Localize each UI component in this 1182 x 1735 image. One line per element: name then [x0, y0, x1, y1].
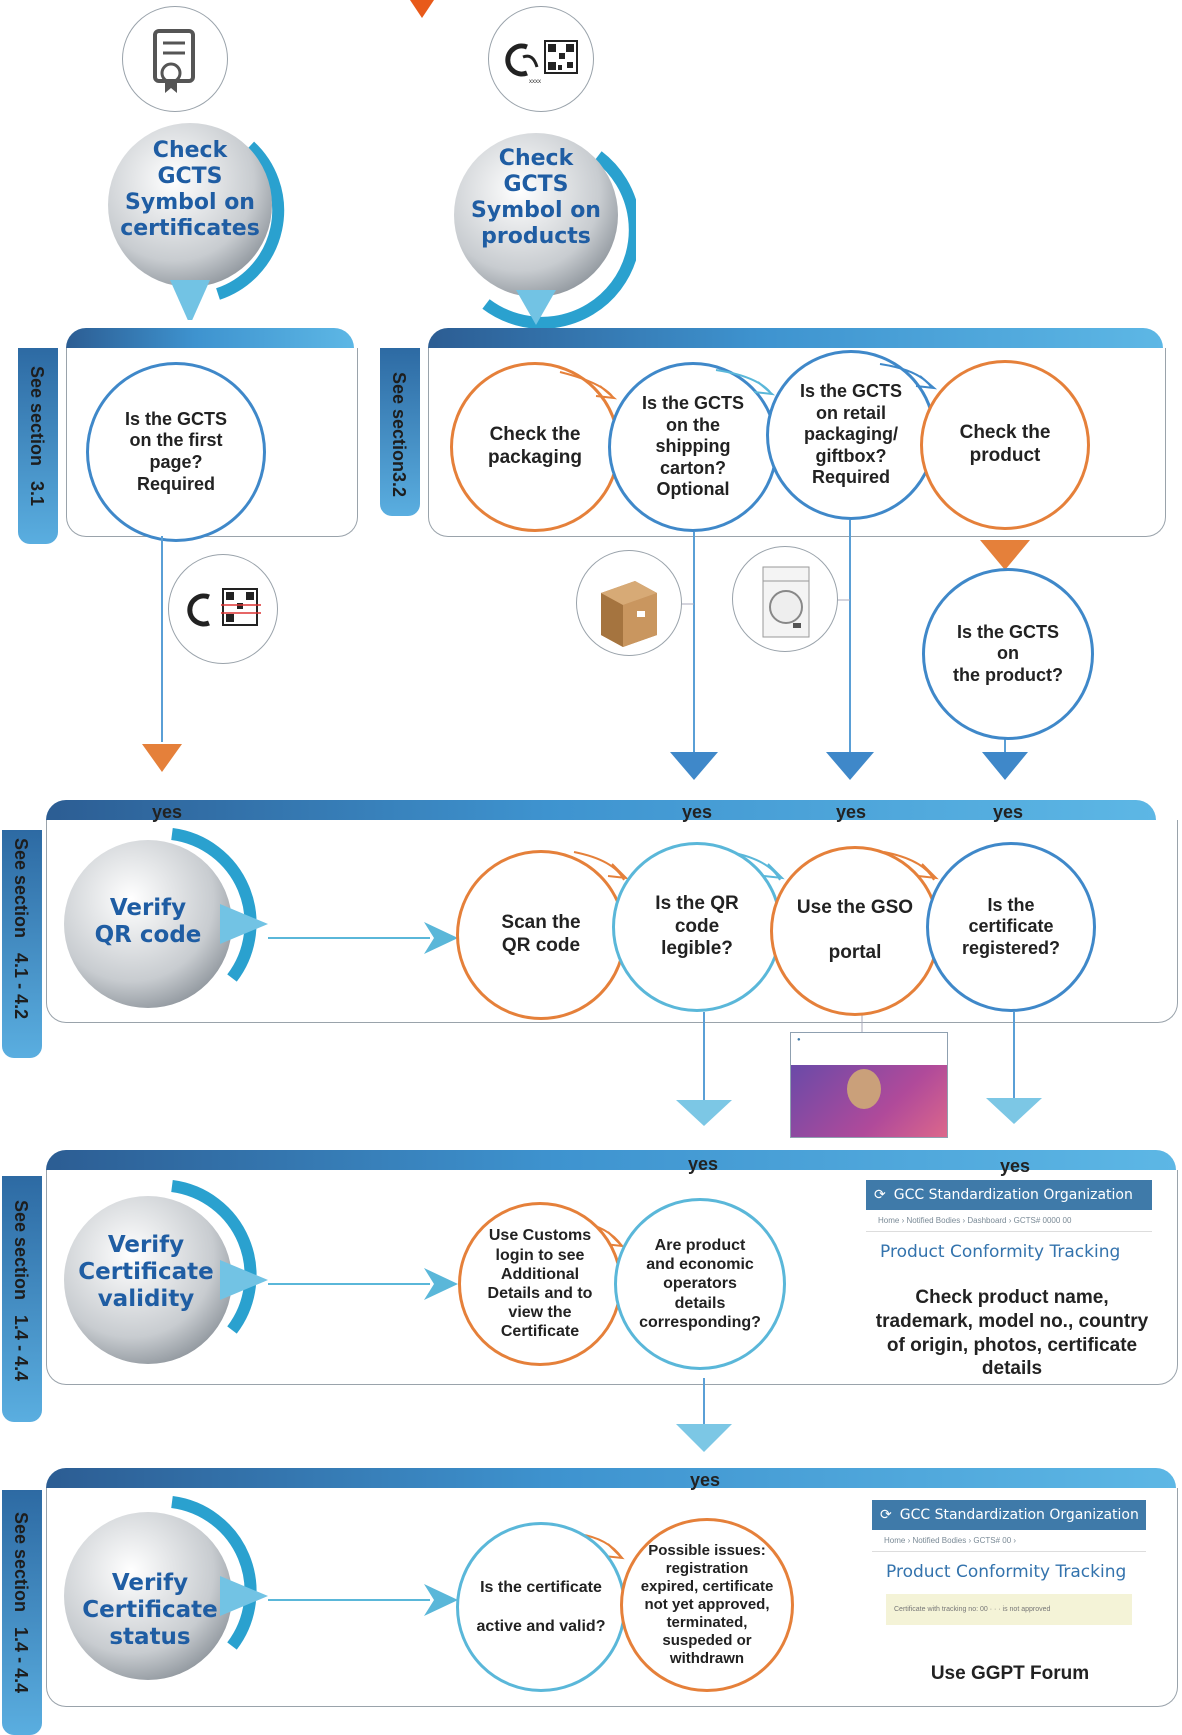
shipping-carton-photo [576, 550, 682, 656]
node-qr-legible: Is the QR code legible? [612, 842, 782, 1012]
badge-check-products: Check GCTS Symbol on products [471, 146, 601, 249]
node-details-corresponding: Are product and economic operators detai… [614, 1198, 786, 1370]
section-label-3-1: See section 3.1 [27, 366, 47, 507]
yes-label-legible: yes [688, 1154, 719, 1174]
badge-check-certificates: Check GCTS Symbol on certificates [120, 138, 260, 241]
portal-breadcrumb: Home › Notified Bodies › Dashboard › GCT… [866, 1210, 1152, 1232]
badge-ring-4 [64, 1180, 268, 1364]
yes-label-corresponding: yes [690, 1470, 721, 1490]
check-product-details-text: Check product name, trademark, model no.… [875, 1287, 1149, 1380]
side-tab-1-4b [2, 1490, 42, 1735]
portal-org-name: GCC Standardization Organization [893, 1187, 1133, 1203]
node-gcts-retail-packaging: Is the GCTS on retail packaging/ giftbox… [766, 350, 936, 520]
badge-verify-validity: Verify Certificate validity [78, 1232, 214, 1313]
node-customs-login: Use Customs login to see Additional Deta… [458, 1202, 622, 1366]
badge-ring-3 [64, 828, 268, 1008]
portal-screenshot-status: ⟳ GCC Standardization Organization Home ›… [872, 1500, 1146, 1640]
portal-breadcrumb-2: Home › Notified Bodies › GCTS# 00 › [872, 1530, 1146, 1552]
top-arrow-fragment [410, 0, 434, 18]
portal-not-approved-note: Certificate with tracking no: 00 · · · i… [886, 1594, 1132, 1625]
section-label-1-4a: See section 1.4 - 4.4 [11, 1200, 31, 1382]
qr-caption: xxxx [529, 79, 541, 85]
gso-logo-icon: ⟳ [874, 1187, 886, 1203]
node-gcts-first-page: Is the GCTS on the first page? Required [86, 362, 266, 542]
section-label-3-2: See section3.2 [389, 372, 409, 498]
certificate-icon [122, 6, 228, 112]
side-tab-4-1 [2, 830, 42, 1058]
yes-label-registered: yes [1000, 1156, 1031, 1176]
gso-portal-thumbnail: ● [790, 1032, 948, 1138]
use-ggpt-forum-text: Use GGPT Forum [930, 1663, 1090, 1684]
yes-label-product: yes [993, 802, 1024, 822]
side-tab-3-2 [380, 348, 420, 516]
badge-verify-status: Verify Certificate status [82, 1570, 218, 1651]
gso-logo-icon-2: ⟳ [880, 1507, 892, 1523]
node-gcts-on-product: Is the GCTS on the product? [922, 568, 1094, 740]
yes-label-shipping: yes [682, 802, 713, 822]
side-tab-1-4a [2, 1176, 42, 1422]
portal-screenshot-validity: ⟳ GCC Standardization Organization Home ›… [866, 1180, 1152, 1290]
node-check-packaging: Check the packaging [450, 362, 620, 532]
node-use-gso-portal: Use the GSO portal [770, 846, 940, 1016]
badge-ring-1 [108, 123, 285, 320]
badge-verify-qr: Verify QR code [94, 895, 202, 949]
yes-label-retail: yes [836, 802, 867, 822]
badge-ring-5 [64, 1496, 268, 1680]
qr-sample-icon [168, 554, 278, 664]
portal-title-2: Product Conformity Tracking [886, 1562, 1127, 1582]
portal-org-name-2: GCC Standardization Organization [899, 1507, 1139, 1523]
gcts-qr-icon: xxxx [488, 6, 594, 112]
side-tab-3-1 [18, 348, 58, 544]
badge-ring-2 [454, 133, 636, 329]
node-possible-issues: Possible issues: registration expired, c… [620, 1518, 794, 1692]
yes-label-qr: yes [152, 802, 183, 822]
node-active-valid: Is the certificate active and valid? [456, 1522, 626, 1692]
portal-title: Product Conformity Tracking [880, 1242, 1121, 1262]
node-certificate-registered: Is the certificate registered? [926, 842, 1096, 1012]
node-scan-qr: Scan the QR code [456, 850, 626, 1020]
section-label-4-1: See section 4.1 - 4.2 [11, 838, 31, 1020]
washing-machine-photo [732, 546, 838, 652]
node-check-product: Check the product [920, 360, 1090, 530]
section-label-1-4b: See section 1.4 - 4.4 [11, 1512, 31, 1694]
